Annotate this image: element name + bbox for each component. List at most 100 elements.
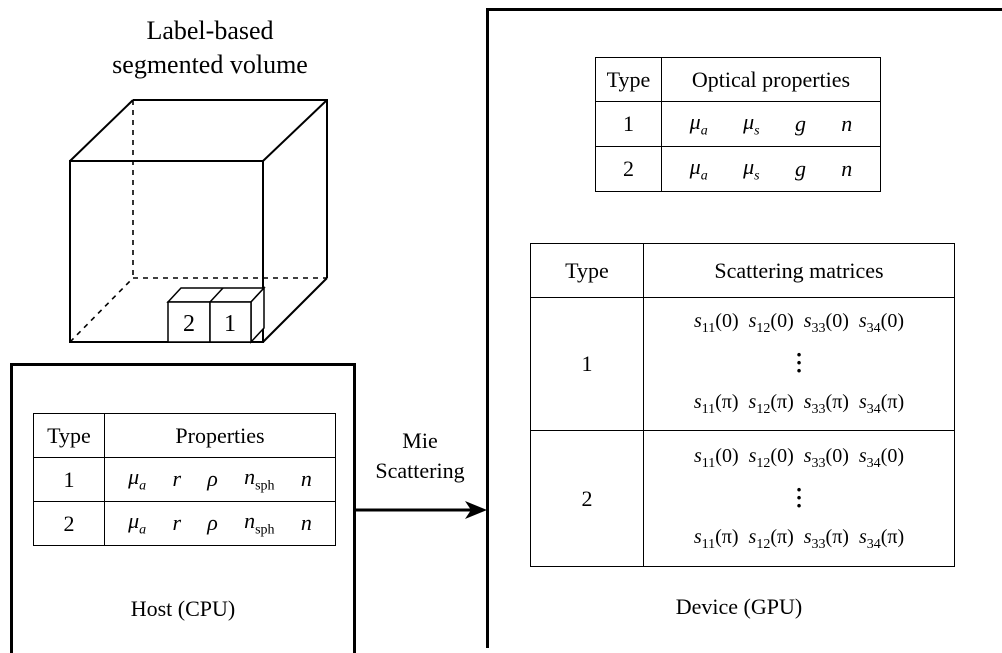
scatter-row-1-type: 1 <box>530 297 644 431</box>
property-symbol: μa <box>128 508 147 538</box>
property-symbol: s12 <box>748 310 771 336</box>
property-symbol: n <box>300 510 312 536</box>
matrix-element: s33(0) <box>803 310 849 336</box>
property-symbol: n <box>300 466 312 492</box>
voxel-1-label: 1 <box>224 311 236 337</box>
scatter-row-1: 1 s11(0) s12(0) s33(0) s34(0) ··· s11(π) s12… <box>530 297 955 431</box>
mie-scattering-arrow <box>355 501 487 519</box>
host-row-1-type: 1 <box>33 457 105 502</box>
voxel-2-label: 2 <box>183 311 195 337</box>
property-symbol: s34 <box>858 391 881 417</box>
matrix-element: s12(π) <box>748 391 794 417</box>
matrix-element: s34(0) <box>858 444 904 471</box>
matrix-element: s34(π) <box>858 525 905 552</box>
host-label: Host (CPU) <box>130 596 236 621</box>
property-symbol: ρ <box>207 510 218 536</box>
matrix-element: s11(0) <box>694 310 739 336</box>
matrix-element: s33(0) <box>803 444 849 471</box>
scattering-matrices-table: Type Scattering matrices 1 s11(0)s12(0)s… <box>530 243 955 567</box>
voxel-1-front <box>209 301 252 343</box>
device-label: Device (GPU) <box>675 594 803 619</box>
property-symbol: s11 <box>693 391 716 417</box>
matrix-element: s33(π) <box>803 525 849 552</box>
property-symbol: n <box>841 155 853 181</box>
cube-edge-top-left <box>69 99 134 162</box>
property-symbol: g <box>794 155 806 181</box>
property-symbol: g <box>794 110 806 136</box>
volume-title-line2: segmented volume <box>112 50 308 79</box>
property-symbol: μa <box>689 153 708 184</box>
mie-scattering-label: Mie Scattering <box>355 426 485 486</box>
property-symbol: r <box>172 510 181 536</box>
property-symbol: s11 <box>693 525 716 552</box>
scatter-header-matrices: Scattering matrices <box>643 243 955 298</box>
matrix-element: s34(0) <box>858 310 904 336</box>
scatter-row-2: 2 s11(0) s12(0) s33(0) s34(0) ··· s11(π) s12… <box>530 430 955 567</box>
optical-header-type: Type <box>595 57 662 102</box>
scatter-row-2-last: s11(π)s12(π)s33(π)s34(π) <box>644 526 954 553</box>
segmented-volume-cube: 2 1 <box>69 99 328 344</box>
host-row-2-type: 2 <box>33 501 105 546</box>
property-symbol: s11 <box>694 444 716 471</box>
optical-row-2-type: 2 <box>595 146 662 192</box>
property-symbol: s12 <box>748 444 771 471</box>
property-symbol: μa <box>689 108 708 139</box>
arrow-label-line2: Scattering <box>375 458 465 483</box>
scatter-row-2-type: 2 <box>530 430 644 567</box>
property-symbol: r <box>172 466 181 492</box>
vertical-ellipsis-icon: ··· <box>795 342 803 383</box>
matrix-element: s11(π) <box>693 525 739 552</box>
scatter-row-1-last: s11(π)s12(π)s33(π)s34(π) <box>644 391 954 418</box>
property-symbol: ρ <box>207 466 218 492</box>
arrow-head-icon <box>465 501 487 519</box>
optical-row-1: 1 μa μs g n <box>595 101 881 147</box>
scatter-row-2-first: s11(0) s12(0) s33(0) s34(0) <box>644 445 954 472</box>
property-symbol: s33 <box>803 391 826 417</box>
cube-edge-bottom-right <box>262 277 328 343</box>
matrix-element: s11(π) <box>693 391 739 417</box>
optical-row-1-type: 1 <box>595 101 662 147</box>
property-symbol: s34 <box>858 444 881 471</box>
device-gpu-panel: Type Optical properties 1 μa μs g n 2 μa μs g… <box>486 8 1002 648</box>
volume-title: Label-based segmented volume <box>60 14 360 82</box>
matrix-element: s34(π) <box>858 391 905 417</box>
volume-title-line1: Label-based <box>146 16 274 45</box>
property-symbol: μa <box>128 464 147 494</box>
optical-row-1-props: μa μs g n <box>662 109 880 139</box>
property-symbol: s33 <box>803 444 826 471</box>
host-header-properties: Properties <box>104 413 336 458</box>
property-symbol: s33 <box>803 310 826 336</box>
cube-edge-top-right <box>262 99 328 162</box>
scatter-row-1-first: s11(0) s12(0) s33(0) s34(0) <box>644 310 954 337</box>
scatter-header-type: Type <box>530 243 644 298</box>
optical-properties-table: Type Optical properties 1 μa μs g n 2 μa μs g… <box>595 57 881 192</box>
property-symbol: s12 <box>748 391 771 417</box>
property-symbol: n <box>841 110 853 136</box>
property-symbol: s34 <box>858 310 881 336</box>
property-symbol: s11 <box>694 310 716 336</box>
optical-header-properties: Optical properties <box>661 57 881 102</box>
matrix-element: s12(0) <box>748 310 794 336</box>
voxel-2-front <box>167 301 211 343</box>
arrow-label-line1: Mie <box>402 428 438 453</box>
cube-front-face <box>69 160 264 343</box>
property-symbol: s33 <box>803 525 826 552</box>
property-symbol: μs <box>743 108 760 139</box>
matrix-element: s12(0) <box>748 444 794 471</box>
host-header-type: Type <box>33 413 105 458</box>
property-symbol: nsph <box>244 508 275 538</box>
property-symbol: nsph <box>244 464 275 494</box>
property-symbol: s12 <box>748 525 771 552</box>
vertical-ellipsis-icon: ··· <box>795 476 803 518</box>
matrix-element: s11(0) <box>694 444 739 471</box>
cube-hidden-edge-diagonal <box>69 277 134 343</box>
property-symbol: s34 <box>858 525 881 552</box>
voxel-divider-top <box>209 287 224 303</box>
